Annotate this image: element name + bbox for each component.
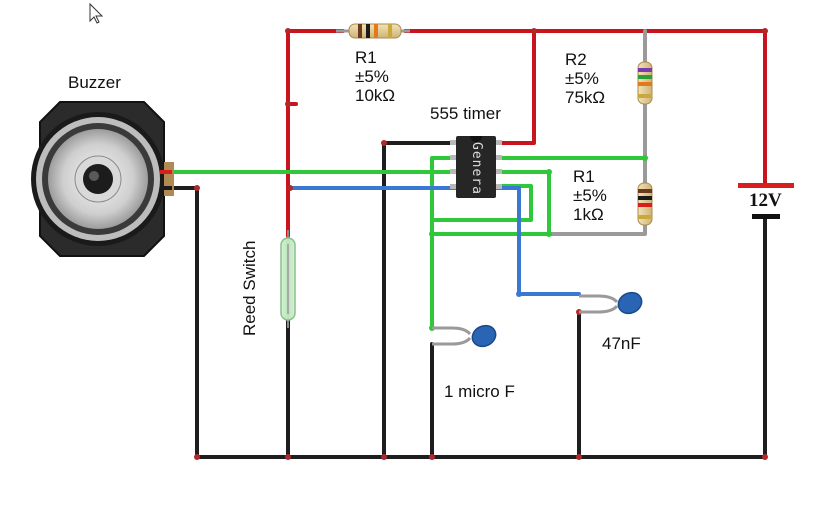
timer-chip-555[interactable]: Genera bbox=[450, 136, 502, 198]
buzzer-label: Buzzer bbox=[68, 73, 121, 92]
capacitor-1uf-label: 1 micro F bbox=[444, 382, 515, 401]
mouse-pointer-icon bbox=[89, 2, 104, 24]
r1-top-name: R1 bbox=[355, 48, 377, 67]
resistor-r1-1k[interactable] bbox=[637, 179, 653, 229]
buzzer-speaker[interactable] bbox=[31, 101, 174, 257]
reed-switch[interactable] bbox=[280, 230, 296, 328]
r1-top-tolerance: ±5% bbox=[355, 67, 389, 86]
timer-label: 555 timer bbox=[430, 104, 501, 123]
capacitor-47nf[interactable] bbox=[579, 289, 645, 317]
r1-top-value: 10kΩ bbox=[355, 86, 395, 105]
resistor-r1-10k[interactable] bbox=[336, 23, 410, 39]
resistor-r2-75k[interactable] bbox=[637, 58, 653, 108]
reed-switch-label: Reed Switch bbox=[240, 241, 259, 336]
chip-marking: Genera bbox=[469, 142, 484, 195]
r2-value: 75kΩ bbox=[565, 88, 605, 107]
battery-12v[interactable] bbox=[738, 183, 794, 219]
r2-name: R2 bbox=[565, 50, 587, 69]
capacitor-47nf-label: 47nF bbox=[602, 334, 641, 353]
r1-right-name: R1 bbox=[573, 167, 595, 186]
capacitor-1uf[interactable] bbox=[432, 322, 499, 350]
battery-label: 12V bbox=[749, 190, 782, 211]
blue-junctions bbox=[516, 291, 522, 297]
r2-tolerance: ±5% bbox=[565, 69, 599, 88]
r1-right-tolerance: ±5% bbox=[573, 186, 607, 205]
blue-wires bbox=[288, 186, 581, 296]
wire-junctions bbox=[194, 28, 768, 460]
r1-right-value: 1kΩ bbox=[573, 205, 604, 224]
